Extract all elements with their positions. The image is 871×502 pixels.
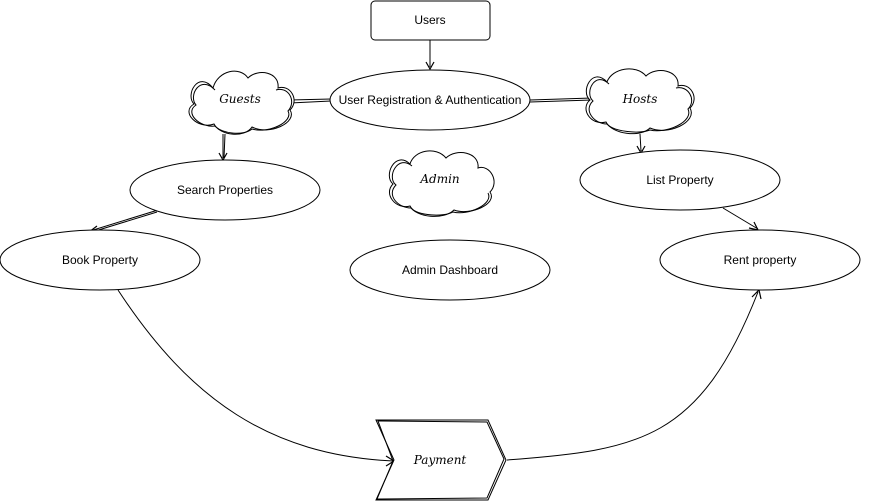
node-admin[interactable]: Admin [388, 150, 495, 217]
edge-list-to-rent [722, 207, 760, 231]
node-search-properties[interactable]: Search Properties [129, 159, 321, 221]
node-users[interactable]: Users [370, 0, 491, 41]
node-user-registration-label: User Registration & Authentication [339, 93, 522, 107]
edge-guests-to-search [218, 133, 228, 162]
node-users-label: Users [414, 13, 445, 27]
node-admin-label: Admin [419, 172, 459, 186]
node-rent-property[interactable]: Rent property [659, 229, 861, 291]
node-payment[interactable]: Payment [375, 419, 507, 501]
cloud-icon [388, 150, 495, 217]
node-payment-label: Payment [413, 453, 467, 467]
node-user-registration[interactable]: User Registration & Authentication [329, 69, 531, 131]
edge-hosts-to-list [636, 133, 646, 155]
cloud-icon [585, 68, 695, 135]
node-admin-dashboard[interactable]: Admin Dashboard [349, 239, 551, 301]
node-guests[interactable]: Guests [188, 70, 295, 135]
edge-users-to-registration [425, 40, 435, 71]
edge-registration-to-hosts [529, 97, 593, 103]
node-hosts-label: Hosts [622, 92, 658, 106]
node-list-property-label: List Property [646, 173, 713, 187]
edge-book-to-payment [117, 289, 396, 467]
cloud-icon [188, 70, 295, 135]
node-list-property[interactable]: List Property [579, 149, 781, 211]
edge-payment-to-rent [506, 288, 762, 461]
node-rent-property-label: Rent property [724, 253, 797, 267]
node-hosts[interactable]: Hosts [585, 68, 695, 135]
node-guests-label: Guests [219, 92, 261, 106]
node-search-properties-label: Search Properties [177, 183, 273, 197]
node-book-property[interactable]: Book Property [0, 229, 201, 291]
node-admin-dashboard-label: Admin Dashboard [402, 263, 498, 277]
node-book-property-label: Book Property [62, 253, 138, 267]
edge-registration-to-guests [289, 98, 332, 104]
